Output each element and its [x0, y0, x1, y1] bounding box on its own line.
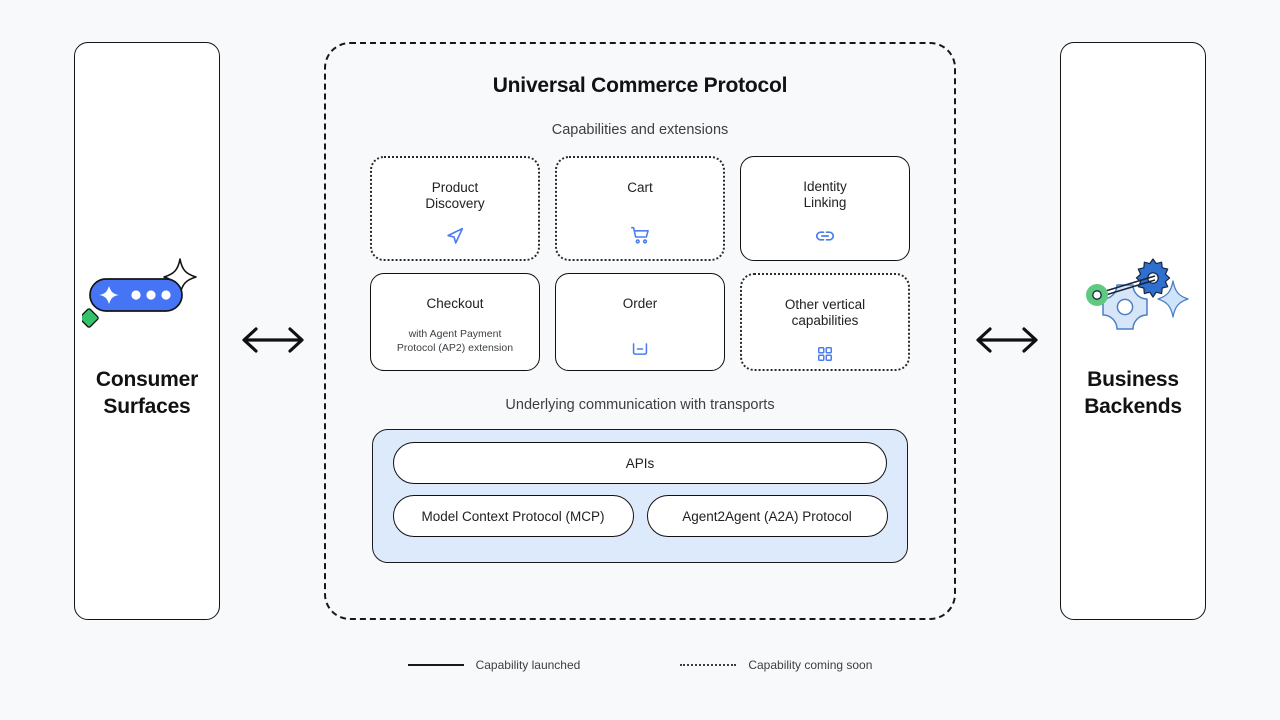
business-backends-title: Business Backends — [1084, 367, 1182, 421]
legend-item-coming-soon: Capability coming soon — [680, 658, 872, 672]
capability-name-line1: Product — [431, 180, 479, 195]
capabilities-section-label: Capabilities and extensions — [551, 122, 729, 138]
capability-name-line1: Cart — [627, 180, 653, 195]
capabilities-grid: Product Discovery Cart — [370, 156, 910, 371]
capability-name: Identity Linking — [803, 179, 847, 212]
navigation-arrow-icon — [444, 225, 466, 247]
capability-name-line2: Linking — [803, 195, 847, 211]
capability-name: Order — [623, 296, 658, 312]
order-box-icon — [629, 338, 651, 360]
bidirectional-arrow-icon — [976, 327, 1038, 353]
transport-pill-apis[interactable]: APIs — [393, 442, 887, 484]
bidirectional-arrow-icon — [242, 327, 304, 353]
capability-card-other-vertical[interactable]: Other vertical capabilities — [740, 273, 910, 371]
dotted-line-swatch-icon — [680, 664, 737, 666]
consumer-surfaces-title-line1: Consumer — [95, 368, 199, 392]
solid-line-swatch-icon — [407, 664, 464, 666]
gears-backend-illustration — [1086, 258, 1189, 330]
capability-name-line2: capabilities — [791, 313, 859, 329]
capability-card-product-discovery[interactable]: Product Discovery — [370, 156, 540, 261]
legend-item-launched: Capability launched — [407, 658, 581, 672]
business-backends-title-line1: Business — [1087, 368, 1179, 392]
capability-subtitle-line2: Protocol (AP2) extension — [396, 342, 514, 355]
capability-name: Checkout — [426, 296, 483, 312]
capability-name-line1: Identity — [803, 179, 847, 194]
capability-subtitle: with Agent Payment Protocol (AP2) extens… — [387, 328, 523, 356]
business-backends-illustration — [1073, 241, 1193, 361]
connector-right — [972, 318, 1042, 362]
capability-name: Product Discovery — [425, 180, 484, 213]
transports-section-label: Underlying communication with transports — [505, 397, 775, 413]
capability-card-checkout[interactable]: Checkout with Agent Payment Protocol (AP… — [370, 273, 540, 371]
ucp-title: Universal Commerce Protocol — [492, 74, 788, 97]
shopping-cart-icon — [629, 224, 651, 246]
universal-commerce-protocol-container: Universal Commerce Protocol Capabilities… — [324, 42, 956, 620]
capability-name-line1: Other vertical — [784, 297, 866, 312]
transports-panel: APIs Model Context Protocol (MCP) Agent2… — [372, 429, 908, 563]
capability-subtitle-line1: with Agent Payment — [408, 328, 502, 341]
capability-name-line1: Order — [622, 296, 658, 311]
consumer-surfaces-title: Consumer Surfaces — [96, 367, 198, 421]
capability-card-identity-linking[interactable]: Identity Linking — [740, 156, 910, 261]
capability-card-order[interactable]: Order — [555, 273, 725, 371]
chat-pill-illustration — [82, 258, 197, 328]
grid-squares-icon — [815, 344, 835, 364]
capability-card-cart[interactable]: Cart — [555, 156, 725, 261]
capability-name-line2: Discovery — [425, 196, 485, 212]
consumer-surfaces-illustration — [82, 241, 212, 361]
capability-name: Cart — [627, 180, 653, 196]
capability-name: Other vertical capabilities — [785, 297, 865, 330]
legend-label-coming-soon: Capability coming soon — [748, 658, 873, 672]
business-backends-title-line2: Backends — [1084, 395, 1182, 418]
connector-left — [238, 318, 308, 362]
capability-name-line1: Checkout — [426, 296, 484, 311]
legend-label-launched: Capability launched — [475, 658, 581, 672]
transport-pill-a2a[interactable]: Agent2Agent (A2A) Protocol — [646, 495, 888, 537]
transport-protocol-row: Model Context Protocol (MCP) Agent2Agent… — [392, 495, 888, 537]
transport-pill-mcp[interactable]: Model Context Protocol (MCP) — [392, 495, 634, 537]
legend: Capability launched Capability coming so… — [0, 658, 1280, 672]
link-chain-icon — [813, 224, 837, 248]
consumer-surfaces-title-line2: Surfaces — [103, 395, 191, 418]
consumer-surfaces-panel: Consumer Surfaces — [74, 42, 220, 620]
business-backends-panel: Business Backends — [1060, 42, 1206, 620]
